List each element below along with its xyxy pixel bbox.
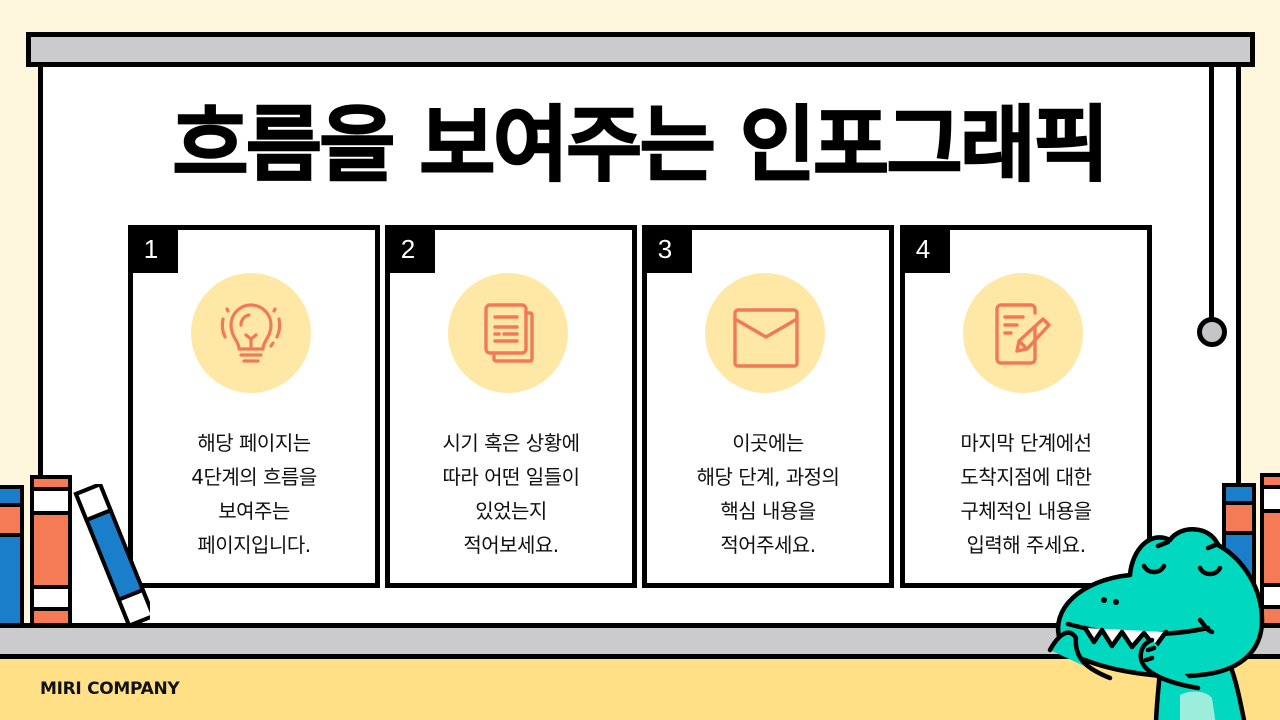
step-description: 마지막 단계에선 도착지점에 대한 구체적인 내용을 입력해 주세요. <box>905 426 1147 562</box>
pull-knob <box>1197 317 1227 347</box>
step-description: 해당 페이지는 4단계의 흐름을 보여주는 페이지입니다. <box>133 426 375 562</box>
lightbulb-icon <box>220 303 282 363</box>
text-line: 이곳에는 <box>732 431 804 455</box>
icon-circle <box>705 273 825 393</box>
company-name: MIRI COMPANY <box>40 679 180 699</box>
icon-circle <box>448 273 568 393</box>
step-description: 시기 혹은 상황에 따라 어떤 일들이 있었는지 적어보세요. <box>390 426 632 562</box>
footer-bar <box>0 659 1280 720</box>
text-line: 4단계의 흐름을 <box>191 465 317 489</box>
step-number: 4 <box>900 225 950 273</box>
icon-circle <box>963 273 1083 393</box>
dinosaur-mascot <box>1040 520 1280 720</box>
envelope-icon <box>733 308 799 368</box>
book-orange-left <box>30 475 72 627</box>
icon-circle <box>191 273 311 393</box>
step-card-2: 2 시기 혹은 상황에 따라 어떤 일들이 있었는지 적어보세요. <box>385 225 637 588</box>
text-line: 적어보세요. <box>463 533 559 557</box>
screen-roll-bar <box>26 32 1255 67</box>
text-line: 보여주는 <box>218 499 290 523</box>
documents-icon <box>484 303 534 363</box>
shelf-edge <box>0 623 1280 628</box>
step-card-4: 4 마지막 단계에선 도착지점에 대한 구체적인 내용을 입력해 주세요. <box>900 225 1152 588</box>
edit-note-icon <box>995 303 1051 365</box>
text-line: 마지막 단계에선 <box>960 431 1092 455</box>
shelf-edge <box>0 654 1280 659</box>
step-number: 1 <box>128 225 178 273</box>
step-number: 2 <box>385 225 435 273</box>
step-number: 3 <box>642 225 692 273</box>
step-description: 이곳에는 해당 단계, 과정의 핵심 내용을 적어주세요. <box>647 426 889 562</box>
step-card-1: 1 해당 페이지는 4단계의 흐름을 보여주는 페이지입니다. <box>128 225 380 588</box>
text-line: 해당 페이지는 <box>197 431 311 455</box>
text-line: 핵심 내용을 <box>720 499 816 523</box>
text-line: 입력해 주세요. <box>966 533 1086 557</box>
text-line: 적어주세요. <box>720 533 816 557</box>
step-card-3: 3 이곳에는 해당 단계, 과정의 핵심 내용을 적어주세요. <box>642 225 894 588</box>
text-line: 있었는지 <box>475 499 547 523</box>
text-line: 도착지점에 대한 <box>960 465 1092 489</box>
book-leaning-blue <box>70 481 156 630</box>
text-line: 해당 단계, 과정의 <box>696 465 840 489</box>
text-line: 따라 어떤 일들이 <box>442 465 580 489</box>
text-line: 시기 혹은 상황에 <box>442 431 580 455</box>
text-line: 페이지입니다. <box>197 533 311 557</box>
page-title: 흐름을 보여주는 인포그래픽 <box>172 97 1110 194</box>
text-line: 구체적인 내용을 <box>960 499 1092 523</box>
pull-cord <box>1209 66 1214 318</box>
book-blue-left <box>0 485 24 627</box>
